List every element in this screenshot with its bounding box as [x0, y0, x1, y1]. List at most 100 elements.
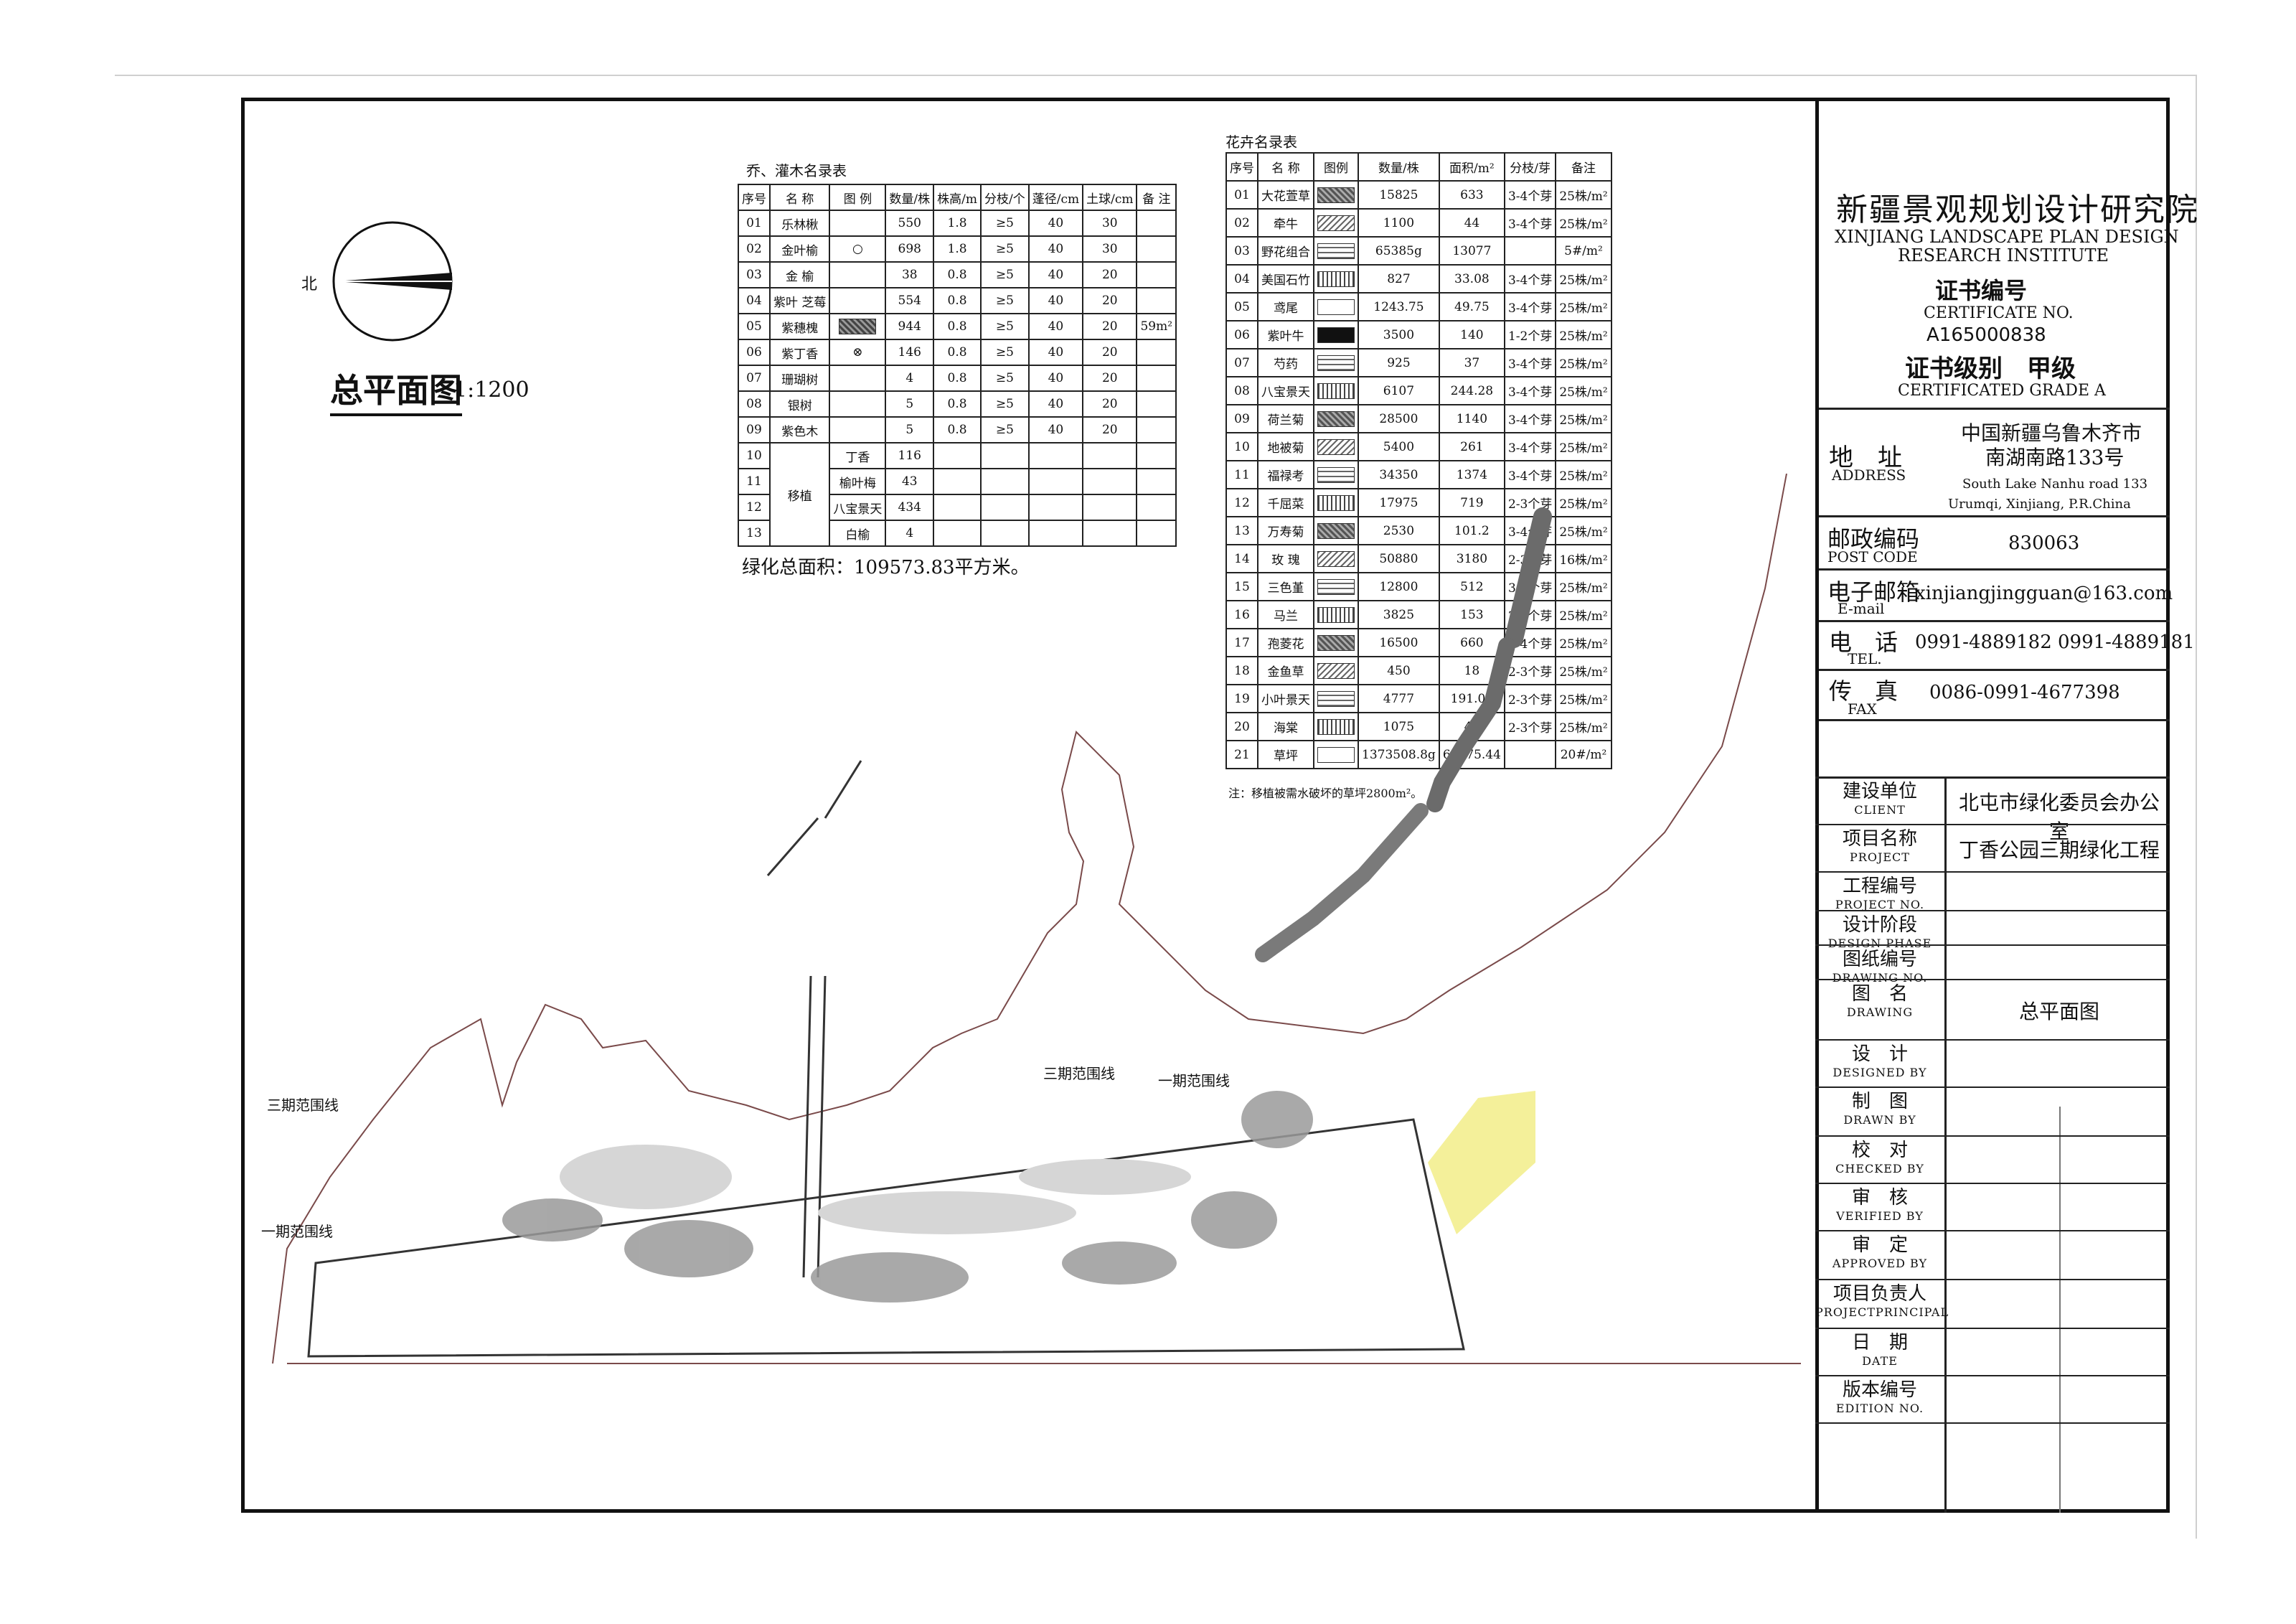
north-label: 北	[301, 276, 318, 294]
north-arrow-icon	[332, 221, 453, 342]
legend-swatch	[1317, 271, 1355, 287]
tel-label: 电 话	[1829, 629, 1899, 656]
address-label: 地 址	[1829, 443, 1902, 472]
legend-swatch	[1317, 634, 1355, 651]
address-cn-2: 南湖南路133号	[1985, 446, 2125, 469]
divider	[1815, 1135, 2170, 1137]
divider	[1815, 1422, 2170, 1424]
divider	[1815, 1086, 2170, 1088]
institute-name-en-2: RESEARCH INSTITUTE	[1898, 245, 2109, 266]
divider	[1815, 910, 2170, 911]
fax-value: 0086-0991-4677398	[1929, 682, 2120, 703]
legend-swatch	[1317, 550, 1355, 567]
legend-swatch	[1317, 718, 1355, 735]
tree-table-caption: 乔、灌木名录表	[746, 162, 847, 179]
divider	[1815, 776, 2170, 779]
email-label-en: E-mail	[1838, 600, 1885, 617]
legend-swatch	[1317, 355, 1355, 371]
fax-label: 传 真	[1829, 677, 1899, 705]
institute-name: 新疆景观规划设计研究院	[1836, 192, 2199, 228]
post-code: 830063	[2008, 532, 2080, 554]
sheet-right-rule	[2196, 75, 2197, 1539]
divider	[1819, 719, 2170, 721]
site-plan-drawing	[272, 474, 1801, 1364]
legend-swatch	[1317, 243, 1355, 259]
divider	[1815, 979, 2170, 980]
divider	[1819, 515, 2170, 517]
legend-swatch	[1317, 327, 1355, 343]
drawing-scale: 1:1200	[453, 377, 530, 403]
title-block: 新疆景观规划设计研究院 XINJIANG LANDSCAPE PLAN DESI…	[1815, 98, 2198, 1513]
sheet-value: 丁香公园三期绿化工程	[1958, 838, 2160, 862]
legend-swatch	[1317, 382, 1355, 399]
divider	[1815, 1328, 2170, 1329]
sheet-value: 总平面图	[2018, 1000, 2099, 1023]
sheet-top-rule	[115, 75, 2196, 76]
boundary-label: 一期范围线	[1158, 1072, 1230, 1089]
divider	[1819, 620, 2170, 622]
divider	[1815, 1230, 2170, 1231]
sheet-col-divider	[1944, 776, 1947, 1513]
divider	[1815, 824, 2170, 825]
divider	[1815, 1375, 2170, 1376]
address-en-2: Urumqi, Xinjiang, P.R.China	[1948, 497, 2131, 512]
cert-label-en: CERTIFICATE NO.	[1924, 304, 2074, 322]
legend-swatch	[839, 319, 877, 334]
legend-swatch	[1317, 578, 1355, 595]
cert-label: 证书编号	[1935, 277, 2028, 304]
tel-label-en: TEL.	[1848, 650, 1882, 667]
address-cn-1: 中国新疆乌鲁木齐市	[1961, 421, 2142, 445]
boundary-label: 一期范围线	[261, 1223, 333, 1240]
legend-swatch	[1317, 662, 1355, 679]
drawing-title: 总平面图	[330, 365, 462, 416]
legend-swatch	[1317, 215, 1355, 231]
legend-swatch	[1317, 746, 1355, 763]
tel-value: 0991-4889182 0991-4889181	[1915, 632, 2195, 653]
legend-swatch	[1317, 410, 1355, 427]
fax-label-en: FAX	[1848, 700, 1877, 718]
divider	[1815, 944, 2170, 946]
divider	[1819, 669, 2170, 671]
legend-swatch	[1317, 299, 1355, 315]
sheet-col-divider	[2059, 1107, 2061, 1513]
email-value: xinjiangjingguan@163.com	[1915, 583, 2173, 604]
post-label: 邮政编码	[1827, 525, 1920, 553]
legend-swatch	[1317, 438, 1355, 455]
